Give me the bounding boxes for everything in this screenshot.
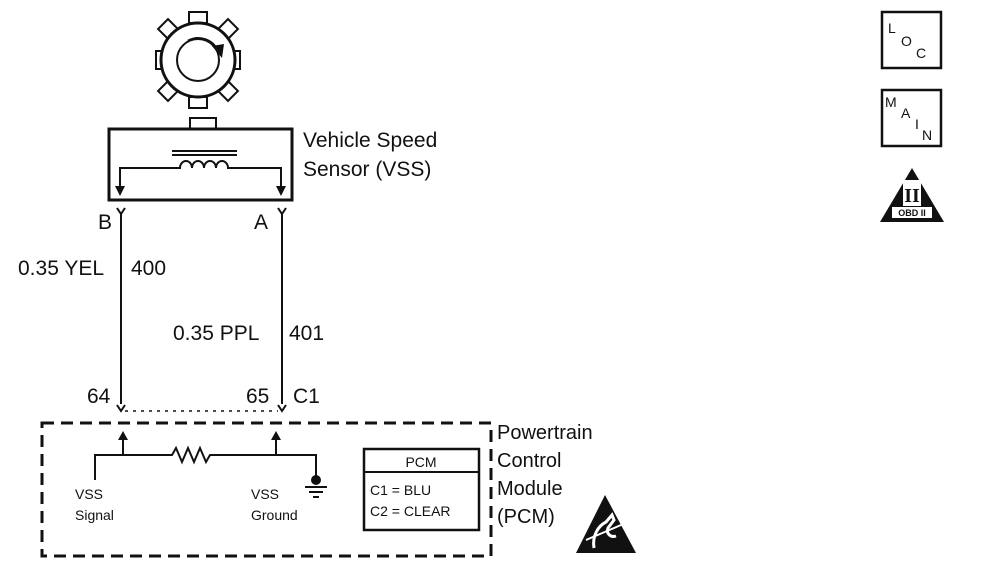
obd-numeral: II [904,185,920,207]
terminal-b-connector [116,207,126,216]
reluctor-wheel-icon [155,11,241,109]
main-letter-n: N [922,127,932,143]
vss-ground-label-line2: Ground [251,507,298,523]
pcm-table-title: PCM [405,454,436,470]
wire-400-circuit: 400 [131,257,166,280]
pcm-name-line4: (PCM) [497,506,555,528]
vss-ground-label-line1: VSS [251,486,279,502]
pin-65-connector [277,404,287,413]
loc-letter-l: L [888,20,896,36]
pcm-pin-64: 64 [87,385,111,408]
pcm-table-row-c2: C2 = CLEAR [370,503,451,519]
pcm-pin-65: 65 [246,385,269,408]
obd-label: OBD II [898,208,926,218]
location-icon [880,10,943,70]
sensor-name-line2: Sensor (VSS) [303,158,431,181]
pin-64-connector [116,404,126,413]
wire-400-gauge-color: 0.35 YEL [18,257,104,280]
main-letter-a: A [901,105,911,121]
pcm-table-row-c1: C1 = BLU [370,482,431,498]
connector-label: C1 [293,385,320,408]
vss-signal-label-line2: Signal [75,507,114,523]
vss-signal-label-line1: VSS [75,486,103,502]
terminal-a-label: A [254,211,268,234]
pcm-boundary [40,421,493,558]
loc-letter-c: C [916,45,926,61]
esd-warning-icon [576,495,636,553]
terminal-a-connector [277,207,287,216]
obd-ii-icon [880,168,944,222]
sensor-name-line1: Vehicle Speed [303,129,437,152]
wire-401-gauge-color: 0.35 PPL [173,322,259,345]
pcm-internal-circuit [94,431,317,480]
main-index-icon [880,88,943,148]
pcm-name-line2: Control [497,450,561,472]
pcm-name-line3: Module [497,478,563,500]
pcm-name-line1: Powertrain [497,422,593,444]
terminal-b-label: B [98,211,112,234]
main-letter-m: M [885,94,897,110]
vehicle-speed-sensor [107,117,294,202]
wire-401-circuit: 401 [289,322,324,345]
ground-symbol-icon [305,475,327,498]
loc-letter-o: O [901,33,912,49]
pcm-connector-table [362,447,481,532]
main-letter-i: I [915,116,919,132]
